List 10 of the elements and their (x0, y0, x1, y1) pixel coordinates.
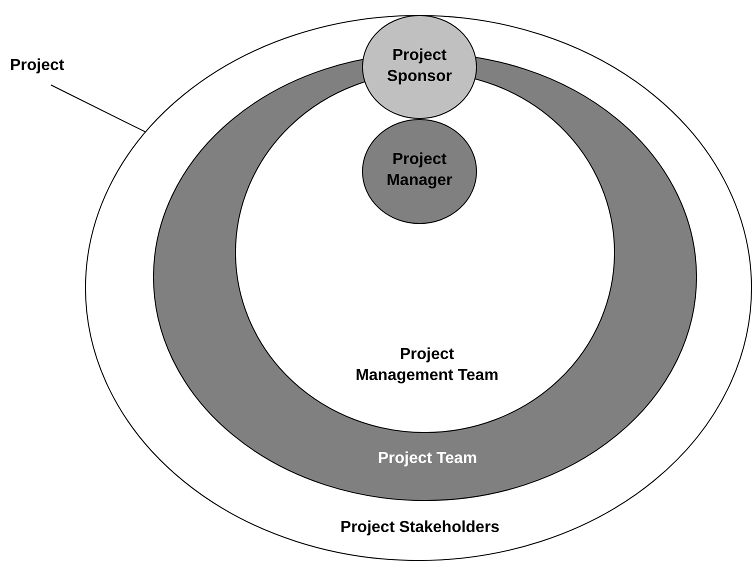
stakeholders-ellipse (85, 15, 752, 561)
node-label: Project Management Team (354, 345, 500, 386)
node-label: Project Stakeholders (339, 518, 501, 538)
manager-circle (362, 119, 477, 224)
sponsor-circle (362, 15, 477, 119)
node-label: Project Sponsor (386, 46, 453, 87)
node-label: Project (10, 56, 66, 76)
leader-line (50, 84, 146, 132)
node-label: Project Team (376, 449, 478, 469)
node-label: Project Manager (386, 150, 454, 191)
